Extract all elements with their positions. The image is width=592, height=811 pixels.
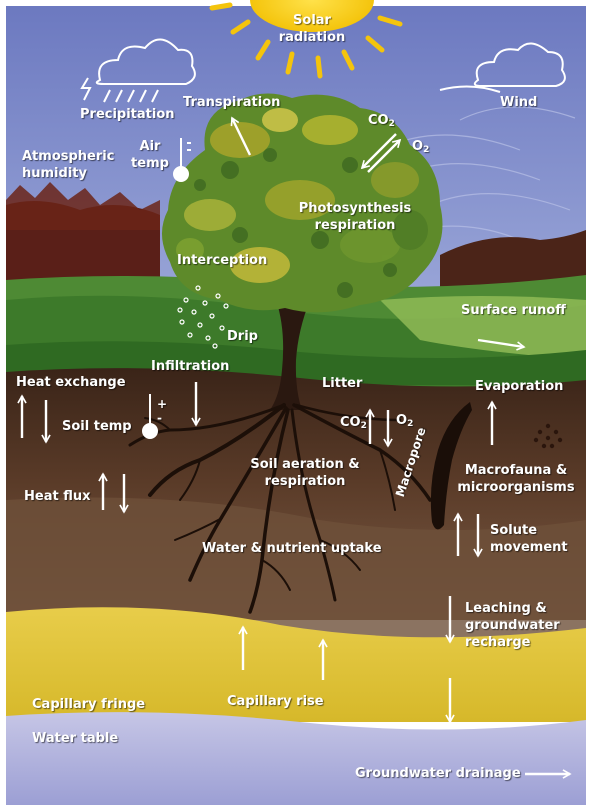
o2-label-soil: O2 [396,413,414,429]
evaporation-label: Evaporation [475,379,564,394]
water-table-layer [6,712,586,805]
light-green-field [380,296,586,360]
heat-flux-label: Heat flux [24,489,91,504]
subsoil [6,497,586,640]
flow-arrows [17,116,572,779]
heat-exchange-label: Heat exchange [16,375,126,390]
precipitation-label: Precipitation [80,107,175,122]
co2-label-soil: CO2 [340,415,367,431]
transpiration-arrow [230,116,252,156]
tree-roots [128,403,432,614]
o2-label-top: O2 [412,139,430,155]
tree-trunk [270,300,310,410]
surface-runoff-arrow [477,338,526,351]
forest-trees-left [6,182,160,230]
thermometer-plus-sign: + [157,397,168,411]
macrofauna-dots [533,423,563,449]
tree-crown [161,93,443,313]
interception-label: Interception [177,253,268,268]
drip-droplets [177,285,229,349]
surface-runoff-label: Surface runoff [461,303,566,318]
capillary-rise-label: Capillary rise [227,694,324,709]
wind-label: Wind [500,95,538,110]
macropore [430,402,472,530]
air-thermometer-icon [173,138,191,182]
sun [209,0,403,79]
o2-arrow [367,138,402,173]
co2-label-top: CO2 [368,113,395,129]
capillary-fringe-label: Capillary fringe [32,697,146,712]
macrofauna-label: Macrofauna &microorganisms [457,463,575,495]
soil-aeration-label: Soil aeration &respiration [250,457,360,489]
water-nutrient-uptake-label: Water & nutrient uptake [202,541,382,556]
thermometer-minus-sign: - [157,411,162,425]
groundwater-drainage-label: Groundwater drainage [355,766,521,781]
water-table-label: Water table [32,731,119,746]
rain-cloud-icon [80,38,196,103]
litter-label: Litter [322,376,363,391]
co2-arrow [360,133,397,170]
drip-label: Drip [227,329,258,344]
infiltration-label: Infiltration [151,359,230,374]
soil-temp-label: Soil temp [62,419,132,434]
soil-thermometer-icon [142,394,158,439]
transpiration-label: Transpiration [183,95,281,110]
wind-cloud-icon [439,42,566,93]
capillary-fringe-layer [6,607,586,722]
